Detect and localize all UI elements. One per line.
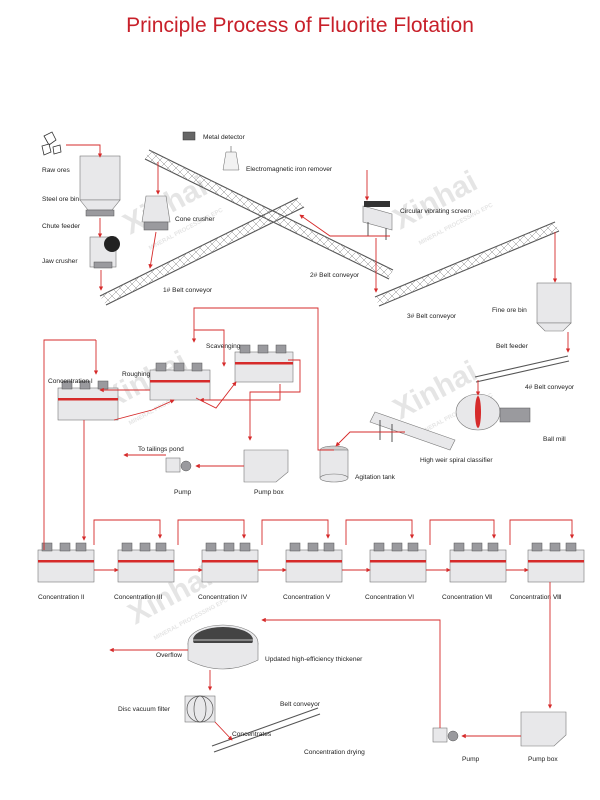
spiral-classifier xyxy=(369,411,456,451)
pump-1 xyxy=(165,457,192,473)
flotation-cell-concentration-4 xyxy=(201,542,259,583)
flotation-cell-concentration-2 xyxy=(37,542,95,583)
concentration-7-label: Concentration Ⅶ xyxy=(442,594,493,601)
concentration-8-label: Concentration Ⅷ xyxy=(510,594,562,601)
steel-ore-bin xyxy=(79,155,121,217)
metal-detector-label: Metal detector xyxy=(203,134,246,141)
belt-feeder-label: Belt feeder xyxy=(496,343,529,350)
concentration-6-label: Concentration VI xyxy=(365,594,414,601)
jaw-crusher-label: Jaw crusher xyxy=(42,258,78,265)
belt-conveyor-4 xyxy=(474,355,570,383)
belt-conveyor-5 xyxy=(211,707,321,753)
raw-ores-label: Raw ores xyxy=(42,167,71,174)
fine-ore-bin-label: Fine ore bin xyxy=(492,307,527,314)
concentration-1-label: Concentration I xyxy=(48,378,93,385)
jaw-crusher xyxy=(89,236,120,269)
flotation-cell-scavenging xyxy=(234,344,294,383)
agitation-tank-label: Agitation tank xyxy=(355,474,396,481)
belt-conveyor-1-label: 1# Belt conveyor xyxy=(163,287,213,294)
flotation-cell-concentration-6 xyxy=(369,542,427,583)
iron-remover-label: Electromagnetic iron remover xyxy=(246,166,333,173)
flotation-cell-concentration-5 xyxy=(285,542,343,583)
concentration-2-label: Concentration II xyxy=(38,594,85,601)
overflow-label: Overflow xyxy=(156,652,182,659)
spiral-classifier-label: High weir spiral classifier xyxy=(420,457,493,464)
thickener-label: Updated high-efficiency thickener xyxy=(265,656,363,663)
svg-text:Xinhai: Xinhai xyxy=(388,165,483,236)
flotation-cell-roughing xyxy=(149,362,211,401)
concentrates-label: Concentrates xyxy=(232,731,272,738)
agitation-tank xyxy=(319,445,349,483)
vibrating-screen xyxy=(362,201,393,240)
pump-box-2 xyxy=(520,711,567,747)
concentration-5-label: Concentration V xyxy=(283,594,331,601)
pump-1-label: Pump xyxy=(174,489,192,496)
roughing-label: Roughing xyxy=(122,371,151,378)
belt-conveyor-4-label: 4# Belt conveyor xyxy=(525,384,575,391)
belt-conveyor-2-label: 2# Belt conveyor xyxy=(310,272,360,279)
chute-feeder-label: Chute feeder xyxy=(42,223,81,230)
belt-conveyor-3-label: 3# Belt conveyor xyxy=(407,313,457,320)
flotation-cell-concentration-1 xyxy=(57,380,119,421)
ball-mill-label: Ball mill xyxy=(543,436,566,443)
flow-lines xyxy=(43,144,575,741)
metal-detector xyxy=(182,131,196,141)
diagram-title: Principle Process of Fluorite Flotation xyxy=(126,14,474,37)
fine-ore-bin xyxy=(536,282,572,332)
pump-box-1-label: Pump box xyxy=(254,489,284,496)
raw-ores-icon xyxy=(41,131,62,156)
watermark-2: Xinhai MINERAL PROCESSING EPC xyxy=(388,165,495,247)
concentration-4-label: Concentration IV xyxy=(198,594,248,601)
cone-crusher xyxy=(141,195,171,231)
thickener xyxy=(187,624,259,670)
concentration-3-label: Concentration III xyxy=(114,594,163,601)
ball-mill xyxy=(455,393,531,431)
belt-conveyor-2 xyxy=(144,149,394,280)
to-tailings-pond-label: To tailings pond xyxy=(138,446,184,453)
belt-conveyor-3 xyxy=(374,221,560,307)
vibrating-screen-label: Circular vibrating screen xyxy=(400,208,471,215)
flotation-cell-concentration-8 xyxy=(527,542,585,583)
pump-2-label: Pump xyxy=(462,756,480,763)
belt-conveyor-5-label: Belt conveyor xyxy=(280,701,321,708)
iron-remover xyxy=(222,146,240,171)
cone-crusher-label: Cone crusher xyxy=(175,216,215,223)
steel-ore-bin-label: Steel ore bin xyxy=(42,196,79,203)
flotation-cell-concentration-3 xyxy=(117,542,175,583)
flotation-cell-concentration-7 xyxy=(449,542,507,583)
concentration-drying-label: Concentration drying xyxy=(304,749,365,756)
scavenging-label: Scavenging xyxy=(206,343,241,350)
pump-box-2-label: Pump box xyxy=(528,756,558,763)
pump-box-1 xyxy=(243,449,289,483)
pump-2 xyxy=(432,727,459,743)
disc-vacuum-filter-label: Disc vacuum filter xyxy=(118,706,171,713)
disc-vacuum-filter xyxy=(184,695,216,723)
